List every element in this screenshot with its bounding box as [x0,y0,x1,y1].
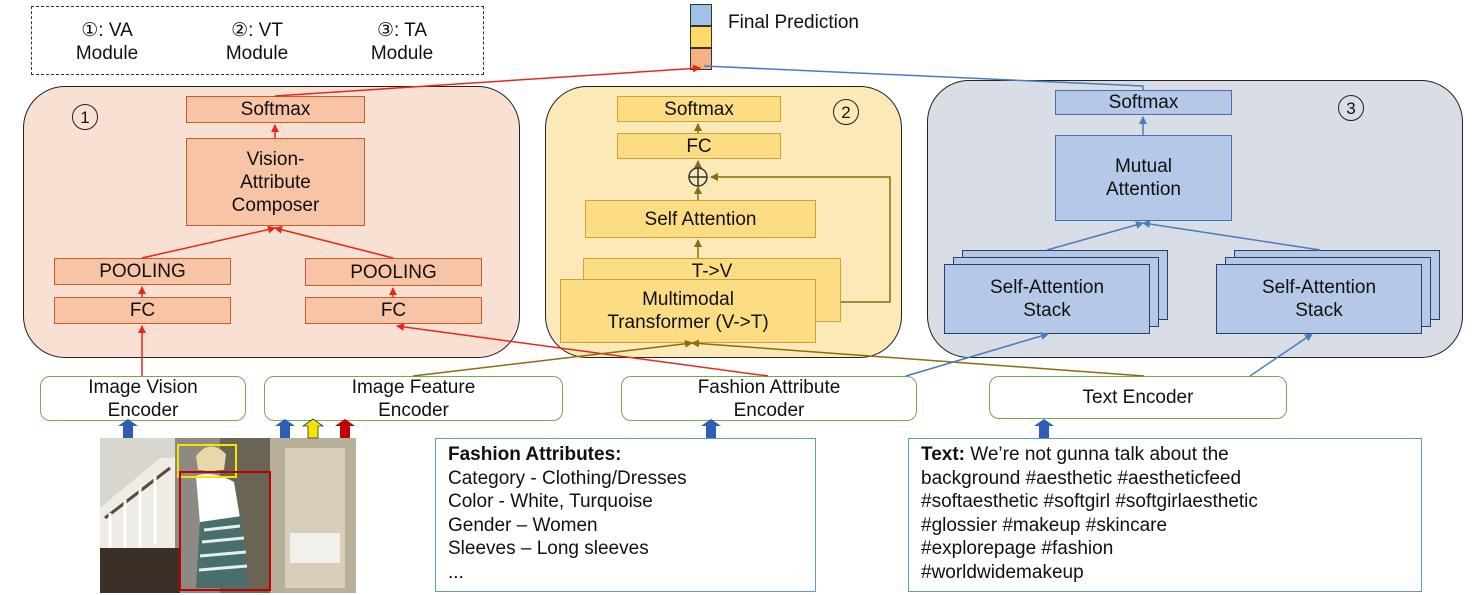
va-fc-right-box: FC [305,297,482,324]
photo-feature-yellow-arrow-icon [301,418,325,439]
text-heading: Text: [921,444,965,465]
stack-right-line1: Self-Attention [1261,277,1377,298]
fashion-attribute-encoder: Fashion Attribute Encoder [621,376,917,421]
residual-connection-arrow [710,173,891,303]
image-feature-line2: Encoder [378,399,449,421]
fashion-attr-ellipsis: ... [448,561,464,583]
composer-line2: Attribute [240,171,311,193]
vt-arrows [412,123,1145,377]
stack-left-line2: Stack [1023,300,1071,321]
composer-line3: Composer [231,194,320,216]
vt-softmax-box: Softmax [617,96,781,122]
pool-right-to-composer-arrow [274,225,394,259]
photo-illustration [100,438,356,593]
fashion-attr-line1: Fashion Attribute [697,376,841,398]
prediction-cell-ta [690,4,712,26]
input-fashion-photo [100,438,356,593]
mm-line1: Multimodal [642,289,734,310]
stack-right-to-mutual-arrow [1142,220,1321,251]
vt-module-number: 2 [833,99,859,125]
va-arrows [138,64,769,377]
stack-right-line2: Stack [1295,300,1343,321]
feature-encoder-to-transformer-arrow [412,339,693,377]
vt-fc-box: FC [617,133,781,159]
legend-ta-marker: ③: TA [376,20,428,41]
input-block-arrows [118,418,1054,439]
multimodal-transformer-box: Multimodal Transformer (V->T) [560,279,816,343]
attributes-to-encoder-arrow-icon [701,419,721,438]
text-line-5: #explorepage #fashion [921,538,1114,559]
text-first-line: Text: We’re not gunna talk about the [921,443,1409,467]
mutual-attention-box: Mutual Attention [1055,135,1232,221]
fashion-attr-gender: Gender – Women [448,514,598,536]
va-module-number: 1 [72,104,98,130]
legend-va: ①: VA Module [42,19,172,65]
text-input-box: Text: We’re not gunna talk about the bac… [908,438,1422,592]
mutual-line2: Attention [1106,179,1181,200]
legend-vt-marker: ②: VT [231,20,283,41]
legend-va-label: Module [75,43,139,64]
va-softmax-box: Softmax [186,96,365,123]
text-line-3: #softaesthetic #softgirl #softgirlaesthe… [921,491,1258,512]
fashion-attr-sleeves: Sleeves – Long sleeves [448,538,649,559]
prediction-cell-vt [690,26,712,48]
image-vision-line1: Image Vision [88,376,198,398]
self-attention-stack-right: Self-Attention Stack [1216,264,1422,334]
mm-line2: Transformer (V->T) [607,312,769,333]
fashion-attr-color: Color - White, Turquoise [448,491,653,512]
fashion-attributes-box: Fashion Attributes: Category - Clothing/… [435,438,816,592]
legend-ta-label: Module [370,43,434,64]
text-line-2: background #aesthetic #aestheticfeed [921,467,1242,489]
attr-encoder-to-stack-arrow [905,332,1049,377]
legend-va-marker: ①: VA [81,20,133,41]
fashion-attr-line2: Encoder [733,399,805,421]
text-to-encoder-arrow-icon [1034,419,1054,438]
final-prediction-label: Final Prediction [728,12,859,33]
ta-arrows [703,65,1321,377]
pool-left-to-composer-arrow [141,225,276,259]
ta-to-prediction-line [703,65,1144,90]
va-fc-left-box: FC [54,297,231,324]
final-prediction-stack [690,4,712,70]
photo-to-vision-arrow-icon [118,419,138,438]
composer-line1: Vision- [246,148,305,170]
text-encoder: Text Encoder [989,376,1287,419]
image-vision-line2: Encoder [107,399,179,421]
vt-self-attention-box: Self Attention [585,200,816,238]
text-encoder-to-stack-arrow [1249,333,1313,377]
self-attention-stack-left: Self-Attention Stack [944,264,1150,334]
ta-module-number: 3 [1338,95,1364,121]
add-symbol [688,167,708,187]
fashion-attributes-heading: Fashion Attributes: [448,444,622,465]
stack-left-to-mutual-arrow [1046,221,1144,251]
legend-box: ①: VA Module ②: VT Module ③: TA Module [31,6,484,75]
text-first-line-rest: We’re not gunna talk about the [964,444,1229,465]
va-to-prediction-arrow [274,64,701,97]
va-pooling-right-box: POOLING [305,258,482,286]
image-vision-encoder: Image Vision Encoder [40,376,246,421]
vision-attribute-composer-box: Vision- Attribute Composer [186,138,365,226]
legend-ta: ③: TA Module [337,19,467,65]
va-pooling-left-box: POOLING [54,258,231,285]
legend-vt: ②: VT Module [192,19,322,65]
mutual-line1: Mutual [1114,156,1173,177]
legend-vt-label: Module [225,43,289,64]
stack-left-line1: Self-Attention [989,277,1105,298]
image-feature-line1: Image Feature [351,376,476,398]
text-line-6: #worldwidemakeup [921,561,1084,583]
ta-softmax-box: Softmax [1055,90,1232,115]
fashion-attr-category: Category - Clothing/Dresses [448,467,687,489]
text-line-4: #glossier #makeup #skincare [921,514,1168,536]
photo-feature-blue-arrow-icon [275,419,295,438]
attr-encoder-to-fc-arrow [396,322,769,377]
text-encoder-to-transformer-arrow [691,339,1145,377]
photo-feature-red-arrow-icon [335,419,355,438]
